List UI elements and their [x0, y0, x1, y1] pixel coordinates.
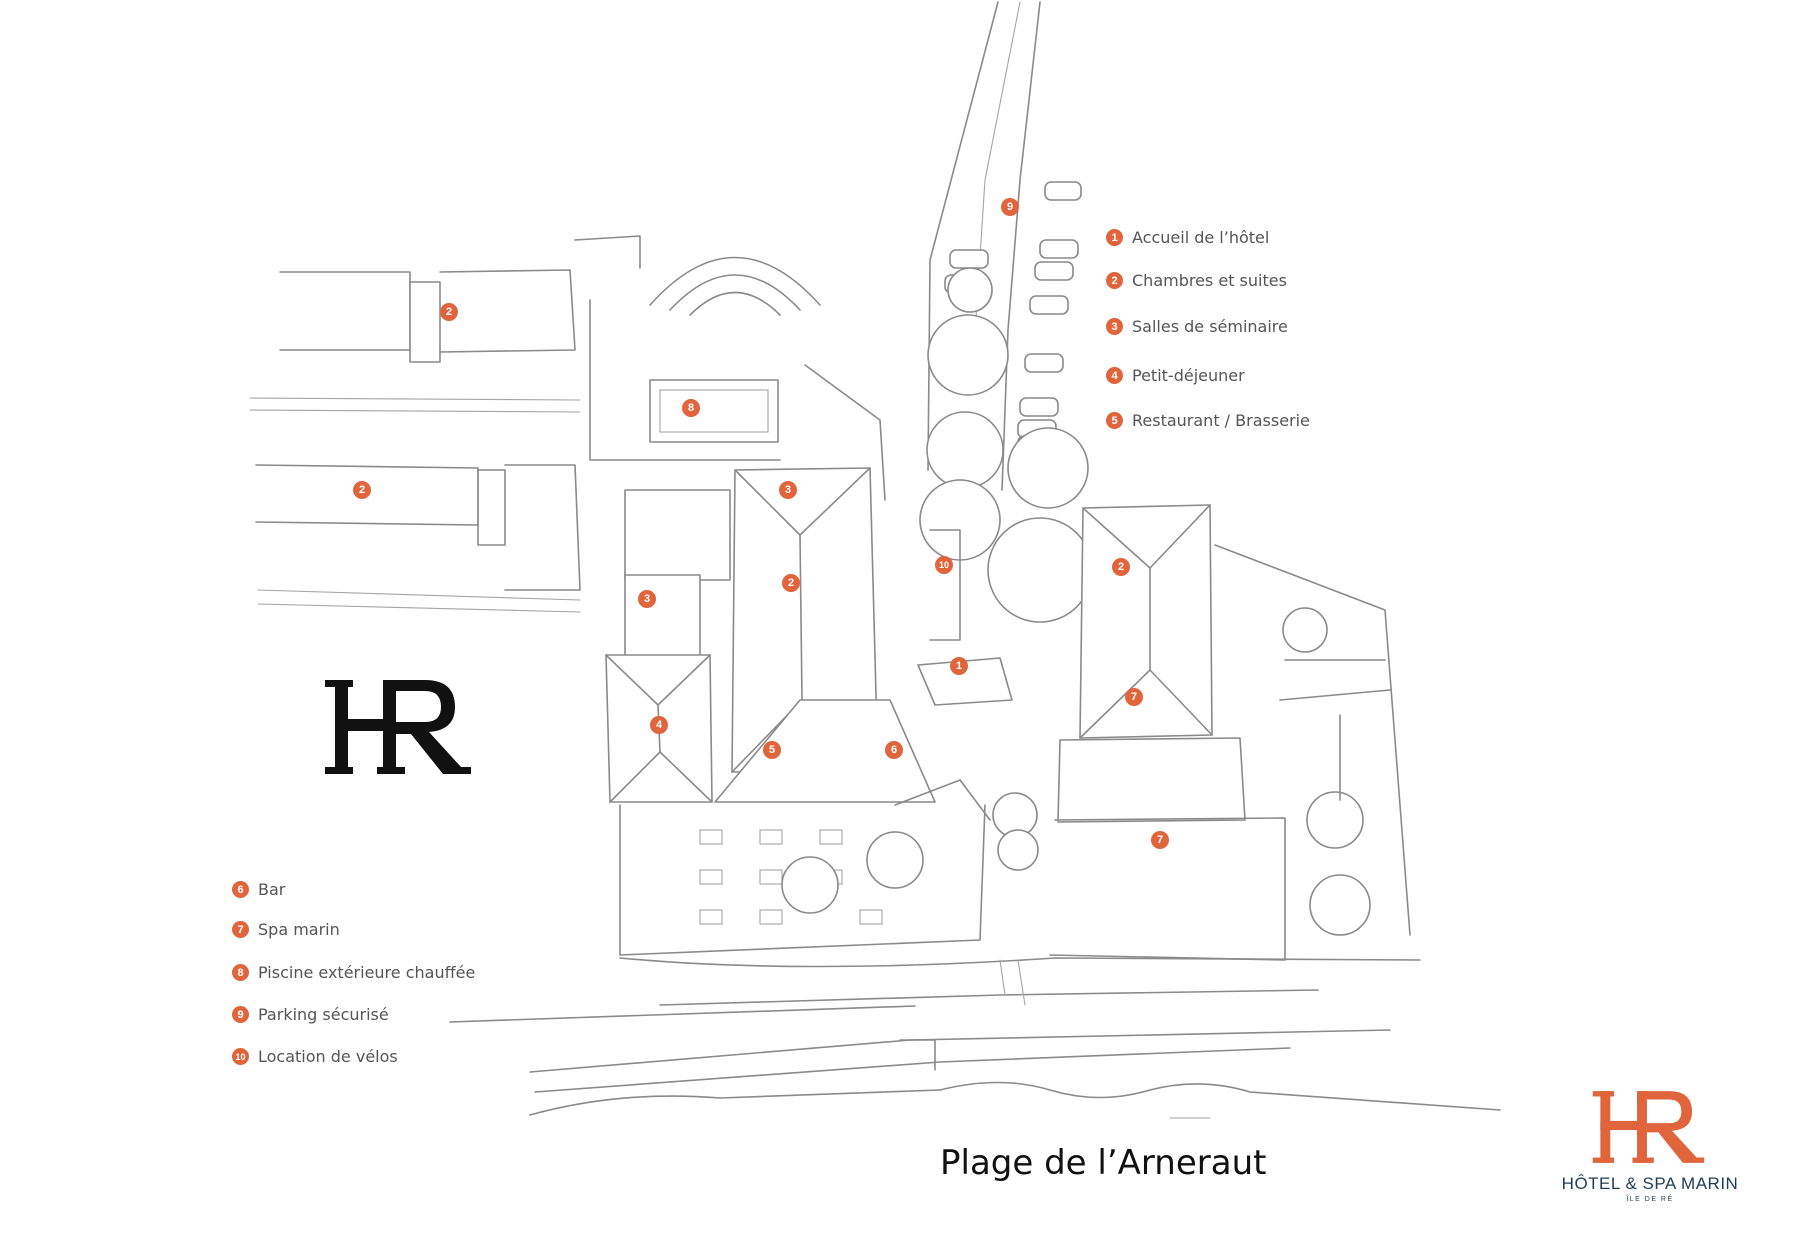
brand-logo: HÔTEL & SPA MARIN ÎLE DE RÉ — [1545, 1085, 1755, 1215]
map-marker-3-top[interactable]: 3 — [779, 481, 797, 499]
map-marker-2-left-lower[interactable]: 2 — [353, 481, 371, 499]
legend-label: Parking sécurisé — [258, 1005, 389, 1024]
svg-text:9: 9 — [1007, 201, 1013, 213]
svg-text:6: 6 — [891, 744, 897, 756]
legend-number-badge: 3 — [1106, 318, 1123, 335]
svg-text:3: 3 — [785, 484, 791, 496]
map-marker-2-right[interactable]: 2 — [1112, 558, 1130, 576]
legend-item-1: 1 Accueil de l’hôtel — [1106, 228, 1269, 247]
brand-subtitle: ÎLE DE RÉ — [1626, 1196, 1674, 1203]
legend-item-8: 8 Piscine extérieure chauffée — [232, 963, 475, 982]
map-marker-4[interactable]: 4 — [650, 716, 668, 734]
legend-number-badge: 2 — [1106, 272, 1123, 289]
legend-number-badge: 5 — [1106, 412, 1123, 429]
terrace — [619, 779, 991, 956]
map-marker-7-lower[interactable]: 7 — [1151, 831, 1169, 849]
legend-label: Accueil de l’hôtel — [1132, 228, 1270, 247]
legend-label: Restaurant / Brasserie — [1132, 411, 1310, 430]
map-marker-3-side[interactable]: 3 — [638, 590, 656, 608]
legend-label: Piscine extérieure chauffée — [258, 963, 476, 982]
svg-text:4: 4 — [656, 719, 663, 731]
svg-text:2: 2 — [359, 484, 365, 496]
svg-text:2: 2 — [788, 577, 794, 589]
legend-label: Location de vélos — [258, 1047, 398, 1066]
map-marker-10[interactable]: 10 — [935, 556, 953, 574]
map-marker-8[interactable]: 8 — [682, 399, 700, 417]
map-marker-7-upper[interactable]: 7 — [1125, 688, 1143, 706]
legend-number-badge: 10 — [232, 1048, 249, 1065]
legend-label: Bar — [258, 880, 286, 899]
legend-item-5: 5 Restaurant / Brasserie — [1106, 411, 1310, 430]
svg-text:2: 2 — [446, 306, 452, 318]
hr-monogram-logo — [325, 680, 471, 774]
legend-number-badge: 1 — [1106, 229, 1123, 246]
pool-area — [589, 256, 886, 501]
legend-label: Spa marin — [258, 920, 340, 939]
brand-hr-mark — [1592, 1091, 1705, 1163]
svg-text:3: 3 — [644, 593, 650, 605]
map-marker-5[interactable]: 5 — [763, 741, 781, 759]
legend-label: Petit-déjeuner — [1132, 366, 1245, 385]
legend-item-2: 2 Chambres et suites — [1106, 271, 1287, 290]
legend-number-badge: 7 — [232, 921, 249, 938]
brand-name: HÔTEL & SPA MARIN — [1561, 1174, 1739, 1193]
legend-item-9: 9 Parking sécurisé — [232, 1005, 389, 1024]
svg-text:7: 7 — [1157, 834, 1163, 846]
beach-label: Plage de l’Arneraut — [940, 1143, 1267, 1183]
legend-number-badge: 9 — [232, 1006, 249, 1023]
legend-item-4: 4 Petit-déjeuner — [1106, 366, 1245, 385]
legend-number-badge: 8 — [232, 964, 249, 981]
legend-item-10: 10 Location de vélos — [232, 1047, 398, 1066]
central-building — [624, 467, 936, 803]
coastal-road — [449, 957, 1501, 1119]
legend-number-badge: 4 — [1106, 367, 1123, 384]
right-building — [1049, 504, 1411, 961]
legend-item-6: 6 Bar — [232, 880, 285, 899]
left-wing — [249, 235, 641, 613]
svg-text:5: 5 — [769, 744, 775, 756]
svg-text:1: 1 — [956, 660, 962, 672]
map-marker-1[interactable]: 1 — [950, 657, 968, 675]
legend-label: Chambres et suites — [1132, 271, 1287, 290]
trees — [866, 267, 1371, 936]
svg-text:7: 7 — [1131, 691, 1137, 703]
legend-number-badge: 6 — [232, 881, 249, 898]
legend-item-3: 3 Salles de séminaire — [1106, 317, 1288, 336]
map-marker-2-left-upper[interactable]: 2 — [440, 303, 458, 321]
legend-item-7: 7 Spa marin — [232, 920, 340, 939]
reception-building — [917, 529, 1013, 706]
map-marker-9[interactable]: 9 — [1001, 198, 1019, 216]
map-markers: 2 2 8 9 3 2 3 4 5 6 10 1 2 7 7 — [353, 198, 1169, 849]
svg-text:10: 10 — [939, 560, 949, 570]
legend-label: Salles de séminaire — [1132, 317, 1288, 336]
svg-text:8: 8 — [688, 402, 694, 414]
map-marker-6[interactable]: 6 — [885, 741, 903, 759]
svg-text:2: 2 — [1118, 561, 1124, 573]
map-marker-2-central[interactable]: 2 — [782, 574, 800, 592]
